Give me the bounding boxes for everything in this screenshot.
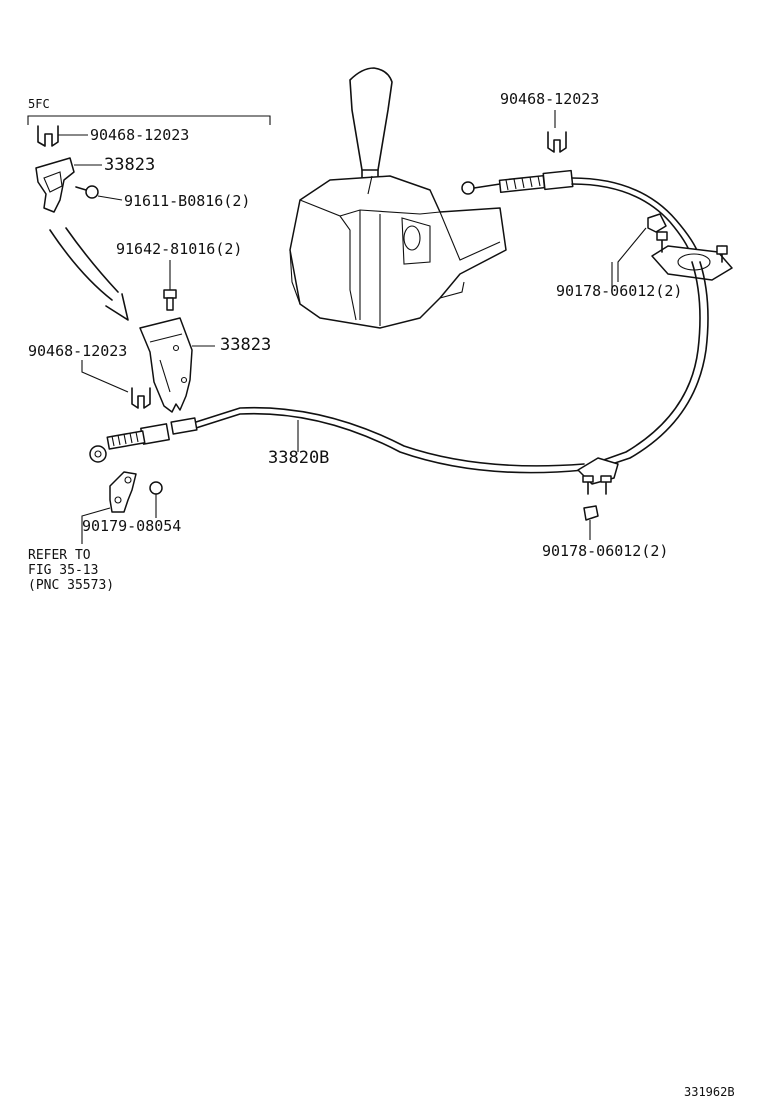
group-bracket: [27, 115, 271, 125]
refer-note-line3: (PNC 35573): [28, 578, 115, 593]
main-cable: [89, 261, 709, 474]
bracket-mid: [139, 317, 215, 413]
part-label-clip-top-right: 90468-12023: [500, 90, 600, 108]
refer-note: REFER TO FIG 35-13 (PNC 35573): [28, 548, 114, 593]
part-label-clip-mid-left: 90468-12023: [28, 342, 128, 360]
bolt-top-left: [75, 185, 123, 201]
part-label-bracket-mid: 33823: [220, 335, 272, 355]
assembly-arrow: [49, 227, 129, 321]
upper-cable: [461, 169, 701, 263]
refer-note-line1: REFER TO: [28, 548, 91, 563]
nut-bottom-right: [583, 505, 599, 540]
bolt-mid: [163, 260, 177, 311]
part-label-bolt-top: 91611-B0816(2): [124, 192, 251, 210]
figure-code: 331962B: [684, 1085, 735, 1099]
part-label-cable: 33820B: [268, 448, 330, 468]
part-label-bracket-top: 33823: [104, 155, 156, 175]
part-label-nut-bottom-right: 90178-06012(2): [542, 542, 669, 560]
shift-lever-assembly: [289, 67, 507, 329]
group-code-label: 5FC: [28, 97, 50, 111]
bracket-top-left: [35, 157, 102, 213]
clip-top-left: [37, 125, 88, 147]
part-label-nut-right: 90178-06012(2): [556, 282, 683, 300]
part-label-clip-top-left: 90468-12023: [90, 126, 190, 144]
clip-mid-left: [81, 360, 151, 409]
lower-left-bracket: [81, 471, 137, 544]
clip-top-right: [547, 110, 567, 153]
nut-lower-left: [149, 481, 163, 518]
right-mounting-plate: [617, 213, 733, 282]
lower-right-clamp: [577, 457, 619, 495]
refer-note-line2: FIG 35-13: [28, 563, 99, 578]
part-label-nut-lower-left: 90179-08054: [82, 517, 182, 535]
part-label-bolt-mid: 91642-81016(2): [116, 240, 243, 258]
